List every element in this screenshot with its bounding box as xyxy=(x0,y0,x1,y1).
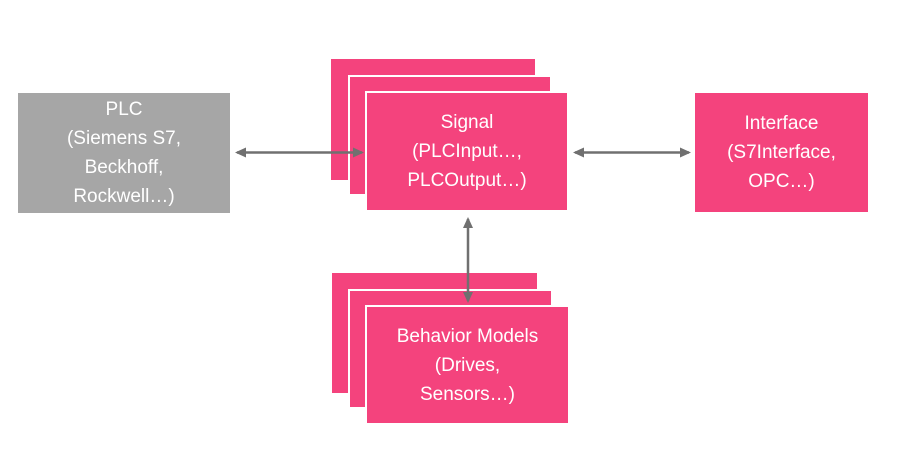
behavior-models-box: Behavior Models (Drives, Sensors…) xyxy=(365,305,570,425)
interface-box: Interface (S7Interface, OPC…) xyxy=(695,93,868,212)
interface-box-line: OPC…) xyxy=(748,171,815,192)
plc-box-line: (Siemens S7, xyxy=(66,128,182,149)
behavior-box-line: (Drives, xyxy=(434,354,501,376)
signal-box-line: Signal xyxy=(440,112,494,133)
interface-box-line: Interface xyxy=(744,113,819,134)
behavior-box-line: Sensors…) xyxy=(419,383,516,405)
plc-box-line: Beckhoff, xyxy=(84,157,164,178)
signal-box: Signal (PLCInput…, PLCOutput…) xyxy=(365,91,569,212)
plc-box-line: PLC xyxy=(105,99,143,120)
signal-box-line: (PLCInput…, xyxy=(412,141,522,162)
behavior-box-line: Behavior Models xyxy=(396,325,539,347)
plc-box: PLC (Siemens S7, Beckhoff, Rockwell…) xyxy=(18,93,230,213)
plc-box-line: Rockwell…) xyxy=(73,186,175,207)
interface-box-line: (S7Interface, xyxy=(727,142,836,163)
signal-box-line: PLCOutput…) xyxy=(407,170,527,191)
